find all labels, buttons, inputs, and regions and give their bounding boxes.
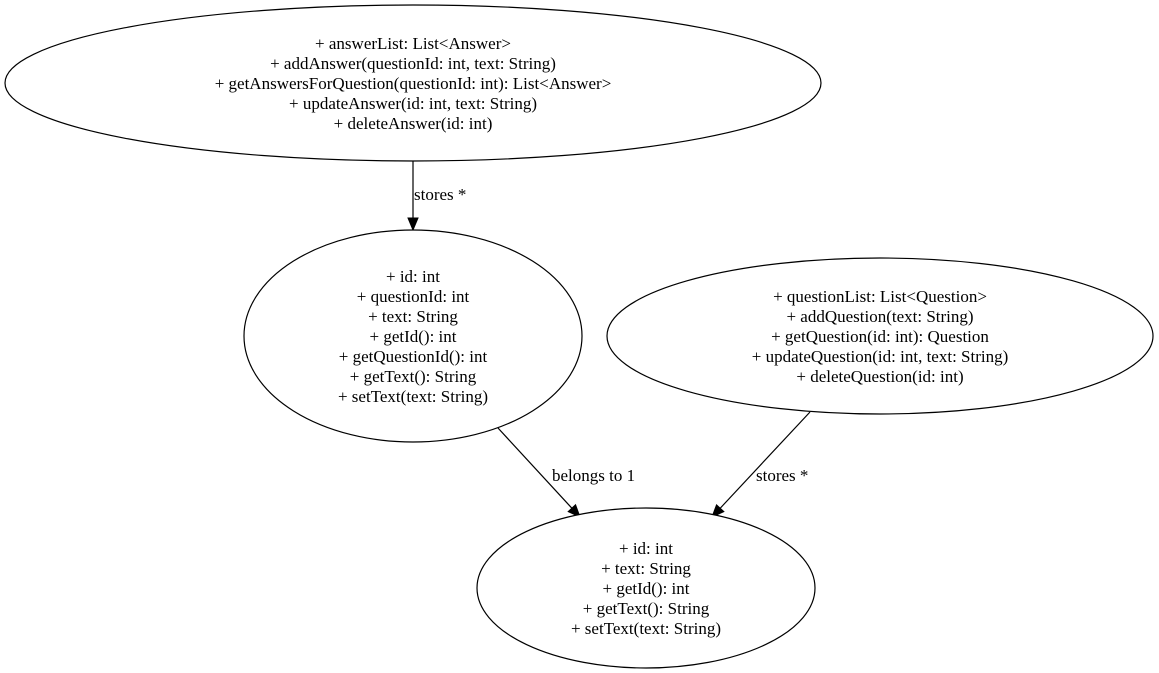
node-ellipse bbox=[606, 257, 1154, 415]
class-node-answer-repository: + answerList: List<Answer>+ addAnswer(qu… bbox=[4, 4, 822, 162]
member-line: + getId(): int bbox=[369, 327, 456, 346]
member-line: + addQuestion(text: String) bbox=[786, 307, 973, 326]
member-line: + deleteQuestion(id: int) bbox=[796, 367, 963, 386]
member-line: + getAnswersForQuestion(questionId: int)… bbox=[215, 74, 612, 93]
edge-answer-to-question: belongs to 1 bbox=[497, 427, 635, 518]
edge-line bbox=[497, 427, 573, 509]
member-line: + answerList: List<Answer> bbox=[315, 34, 511, 53]
class-node-answer: + id: int+ questionId: int+ text: String… bbox=[243, 229, 583, 443]
arrowhead-icon bbox=[711, 503, 725, 518]
edge-label: stores * bbox=[414, 185, 466, 204]
nodes-layer: + answerList: List<Answer>+ addAnswer(qu… bbox=[4, 4, 1154, 669]
member-line: + setText(text: String) bbox=[571, 619, 721, 638]
edge-line bbox=[719, 411, 811, 509]
class-node-question: + id: int+ text: String+ getId(): int+ g… bbox=[476, 507, 816, 669]
edge-label: belongs to 1 bbox=[552, 466, 635, 485]
member-line: + getId(): int bbox=[602, 579, 689, 598]
member-line: + getQuestion(id: int): Question bbox=[771, 327, 989, 346]
arrowhead-icon bbox=[407, 217, 419, 232]
edge-answer-repository-to-answer: stores * bbox=[407, 161, 466, 232]
node-ellipse bbox=[4, 4, 822, 162]
member-line: + getText(): String bbox=[583, 599, 710, 618]
member-line: + id: int bbox=[619, 539, 673, 558]
member-line: + text: String bbox=[601, 559, 691, 578]
member-line: + addAnswer(questionId: int, text: Strin… bbox=[270, 54, 556, 73]
edge-label: stores * bbox=[756, 466, 808, 485]
member-line: + updateAnswer(id: int, text: String) bbox=[289, 94, 537, 113]
class-node-question-repository: + questionList: List<Question>+ addQuest… bbox=[606, 257, 1154, 415]
arrowhead-icon bbox=[567, 503, 581, 518]
member-line: + questionId: int bbox=[357, 287, 470, 306]
member-line: + text: String bbox=[368, 307, 458, 326]
member-line: + setText(text: String) bbox=[338, 387, 488, 406]
member-line: + deleteAnswer(id: int) bbox=[334, 114, 493, 133]
edge-question-repository-to-question: stores * bbox=[711, 411, 811, 518]
member-line: + getText(): String bbox=[350, 367, 477, 386]
member-line: + updateQuestion(id: int, text: String) bbox=[752, 347, 1009, 366]
member-line: + questionList: List<Question> bbox=[773, 287, 987, 306]
edges-layer: stores * belongs to 1 stores * bbox=[407, 161, 811, 518]
node-ellipse bbox=[476, 507, 816, 669]
member-line: + id: int bbox=[386, 267, 440, 286]
member-line: + getQuestionId(): int bbox=[339, 347, 488, 366]
node-ellipse bbox=[243, 229, 583, 443]
